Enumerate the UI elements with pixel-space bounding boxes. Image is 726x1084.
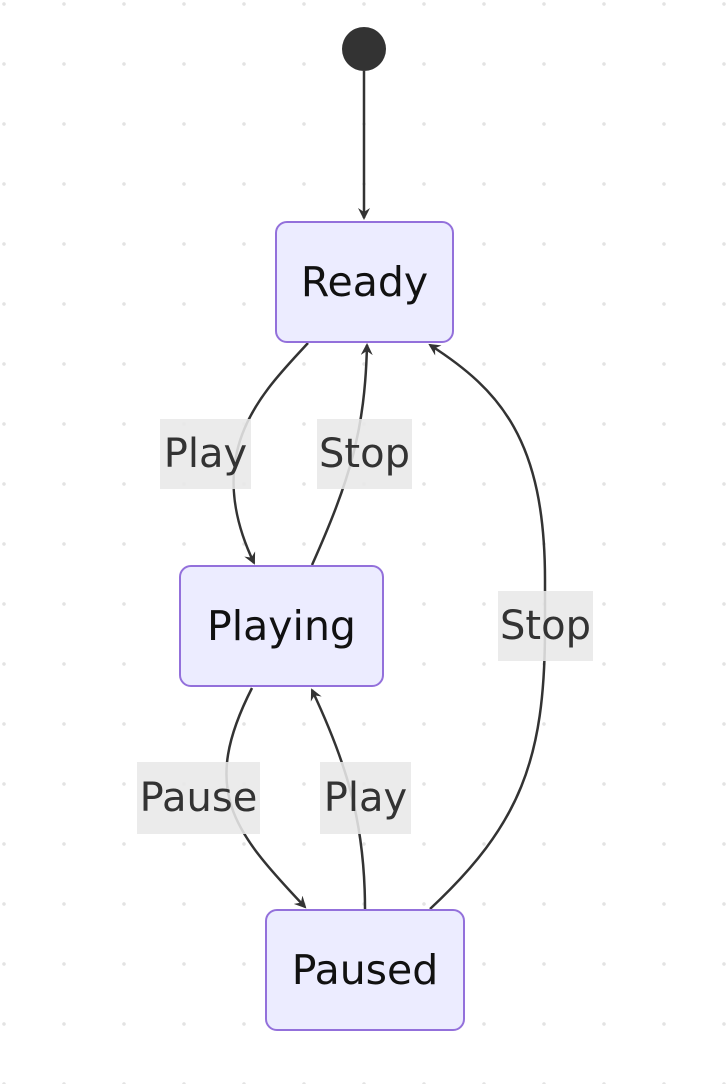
edge-label-ready-to-playing: Play [160, 419, 251, 489]
edge-label-paused-to-playing: Play [320, 762, 411, 834]
initial-state-marker [342, 27, 386, 71]
edge-label-playing-to-paused: Pause [137, 762, 260, 834]
state-paused-label: Paused [291, 946, 439, 994]
edge-label-paused-to-ready: Stop [498, 591, 593, 661]
state-playing-label: Playing [207, 602, 356, 650]
state-playing[interactable]: Playing [179, 565, 384, 687]
state-ready-label: Ready [300, 258, 429, 306]
state-ready[interactable]: Ready [275, 221, 454, 343]
edge-label-playing-to-ready: Stop [317, 419, 412, 489]
state-paused[interactable]: Paused [265, 909, 465, 1031]
